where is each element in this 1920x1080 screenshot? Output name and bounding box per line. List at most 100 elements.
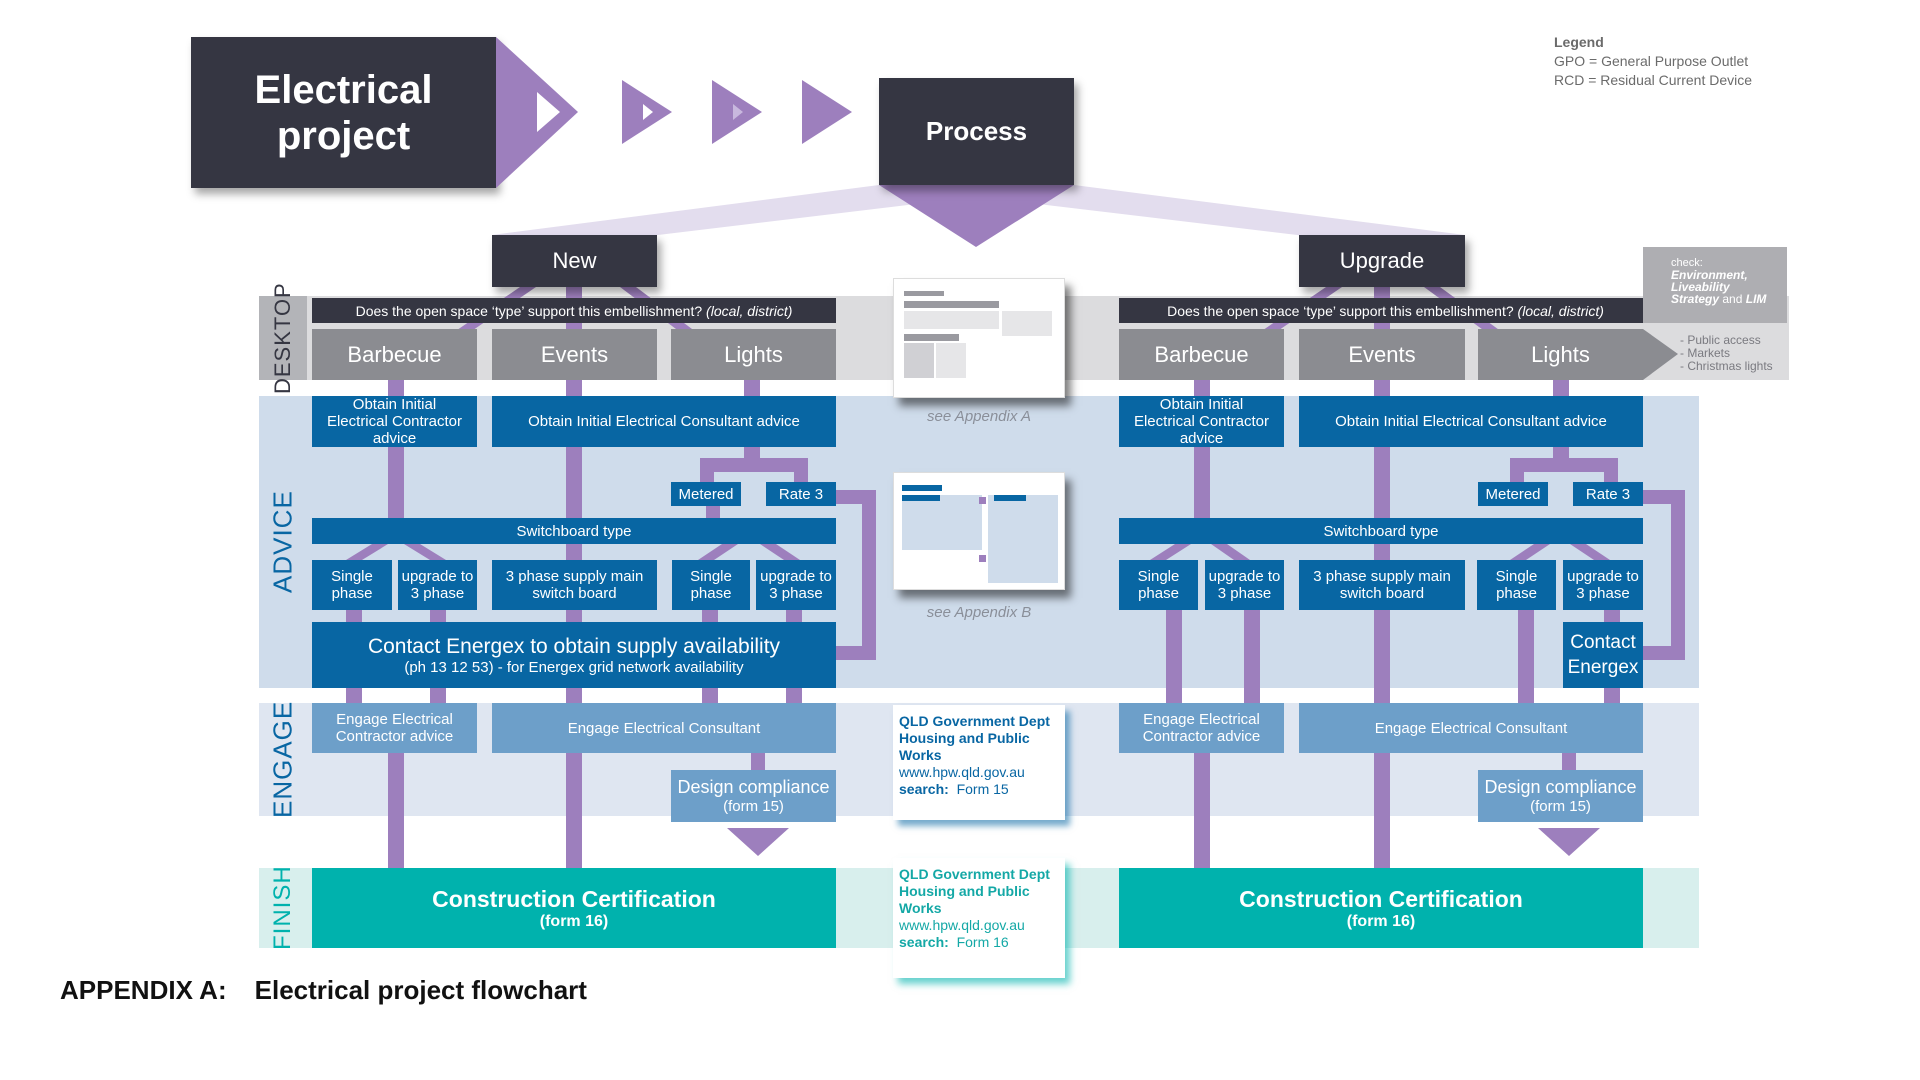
desktop-notes: - Public access - Markets - Christmas li… <box>1680 334 1773 373</box>
legend-heading: Legend <box>1554 34 1604 50</box>
info-search-value: Form 16 <box>956 934 1009 950</box>
box-label: 3 phase supply main switch board <box>1313 568 1451 602</box>
box-label: Obtain Initial Electrical Consultant adv… <box>1335 413 1607 430</box>
branch-new: New <box>492 235 657 287</box>
caption-label: APPENDIX A: <box>60 975 227 1005</box>
single-phase-upgrade-1: Single phase <box>1119 560 1198 610</box>
chevron-arrow-icon <box>802 80 852 144</box>
single-phase-new-1: Single phase <box>312 560 392 610</box>
question-scope: (local, district) <box>706 302 793 319</box>
category-barbecue-upgrade: Barbecue <box>1119 329 1284 380</box>
category-label: Lights <box>1531 341 1590 367</box>
info-org: QLD Government Dept Housing and Public W… <box>899 866 1050 916</box>
check-and: and <box>1719 292 1746 306</box>
three-phase-main-upgrade: 3 phase supply main switch board <box>1299 560 1465 610</box>
info-url-link[interactable]: www.hpw.qld.gov.au <box>899 917 1025 933</box>
category-barbecue-new: Barbecue <box>312 329 477 380</box>
note-item: - Markets <box>1680 346 1731 360</box>
cert-title: Construction Certification <box>432 886 716 912</box>
check-line: Strategy <box>1671 292 1720 306</box>
info-url-link[interactable]: www.hpw.qld.gov.au <box>899 764 1025 780</box>
three-phase-main-new: 3 phase supply main switch board <box>492 560 657 610</box>
obtain-contractor-advice-new: Obtain Initial Electrical Contractor adv… <box>312 396 477 447</box>
caption-title: Electrical project flowchart <box>254 975 587 1005</box>
category-label: Lights <box>724 341 783 367</box>
box-label: Single phase <box>690 568 732 602</box>
design-form: (form 15) <box>1530 798 1591 815</box>
box-label: Single phase <box>1495 568 1538 602</box>
box-label: Contact Energex <box>1567 632 1639 678</box>
rate3-upgrade: Rate 3 <box>1573 482 1643 506</box>
check-prefix: check: <box>1671 257 1703 269</box>
process-label: Process <box>925 116 1028 146</box>
category-label: Events <box>540 341 609 367</box>
single-phase-upgrade-2: Single phase <box>1477 560 1556 610</box>
category-label: Barbecue <box>1154 341 1249 367</box>
box-label: upgrade to 3 phase <box>760 568 832 602</box>
engage-consultant-upgrade: Engage Electrical Consultant <box>1299 703 1643 753</box>
box-label: 3 phase supply main switch board <box>505 568 644 602</box>
legend: Legend GPO = General Purpose Outlet RCD … <box>1554 33 1752 90</box>
info-search-label: search: <box>899 934 949 950</box>
question-scope: (local, district) <box>1517 302 1604 319</box>
energex-subtitle: (ph 13 12 53) - for Energex grid network… <box>404 659 744 676</box>
branch-new-label: New <box>552 248 597 273</box>
category-lights-upgrade: Lights <box>1478 329 1643 380</box>
cert-form: (form 16) <box>539 913 609 930</box>
category-events-new: Events <box>492 329 657 380</box>
box-label: Obtain Initial Electrical Contractor adv… <box>326 396 463 447</box>
box-label: upgrade to 3 phase <box>1208 568 1281 602</box>
box-label: upgrade to 3 phase <box>401 568 474 602</box>
question-text: Does the open space ‘type’ support this … <box>355 302 703 319</box>
box-label: Engage Electrical Consultant <box>567 719 761 737</box>
cert-title: Construction Certification <box>1239 886 1523 912</box>
design-compliance-new: Design compliance (form 15) <box>671 770 836 822</box>
info-search-value: Form 15 <box>956 781 1009 797</box>
box-label: Switchboard type <box>516 522 632 540</box>
construction-certification-upgrade: Construction Certification (form 16) <box>1119 868 1643 948</box>
contact-energex-supply: Contact Energex to obtain supply availab… <box>312 622 836 688</box>
question-text: Does the open space ‘type’ support this … <box>1167 302 1514 319</box>
design-compliance-upgrade: Design compliance (form 15) <box>1478 770 1643 822</box>
figure-caption: APPENDIX A: Electrical project flowchart <box>60 975 587 1006</box>
box-label: Engage Electrical Consultant <box>1374 719 1568 737</box>
question-bar-new: Does the open space ‘type’ support this … <box>312 298 836 323</box>
switchboard-type-new: Switchboard type <box>312 518 836 544</box>
appendix-b-thumbnail[interactable] <box>893 472 1065 590</box>
design-title: Design compliance <box>677 777 830 797</box>
check-line: Environment, <box>1671 268 1748 282</box>
cert-form: (form 16) <box>1346 913 1416 930</box>
obtain-contractor-advice-upgrade: Obtain Initial Electrical Contractor adv… <box>1119 396 1284 447</box>
branch-upgrade: Upgrade <box>1299 235 1465 287</box>
obtain-consultant-advice-new: Obtain Initial Electrical Consultant adv… <box>492 396 836 447</box>
category-lights-new: Lights <box>671 329 836 380</box>
design-form: (form 15) <box>723 798 784 815</box>
info-box-form16: QLD Government Dept Housing and Public W… <box>893 858 1065 978</box>
appendix-a-caption: see Appendix A <box>927 408 1031 425</box>
legend-item: GPO = General Purpose Outlet <box>1554 53 1749 69</box>
obtain-consultant-advice-upgrade: Obtain Initial Electrical Consultant adv… <box>1299 396 1643 447</box>
appendix-b-caption: see Appendix B <box>926 604 1032 621</box>
engage-contractor-upgrade: Engage Electrical Contractor advice <box>1119 703 1284 753</box>
metered-upgrade: Metered <box>1478 482 1548 506</box>
upgrade-3phase-upgrade-1: upgrade to 3 phase <box>1205 560 1284 610</box>
rate3-new: Rate 3 <box>766 482 836 506</box>
category-label: Events <box>1348 341 1416 367</box>
appendix-a-thumbnail[interactable] <box>893 278 1065 398</box>
info-search-label: search: <box>899 781 949 797</box>
engage-consultant-new: Engage Electrical Consultant <box>492 703 836 753</box>
box-label: Engage Electrical Contractor advice <box>1142 711 1261 745</box>
category-events-upgrade: Events <box>1299 329 1465 380</box>
upgrade-3phase-new-2: upgrade to 3 phase <box>756 560 836 610</box>
box-label: Rate 3 <box>778 485 824 503</box>
info-org: QLD Government Dept Housing and Public W… <box>899 713 1050 763</box>
process-box: Process <box>879 78 1074 185</box>
title-block: Electrical project <box>191 37 496 188</box>
branch-upgrade-label: Upgrade <box>1339 248 1425 273</box>
upgrade-3phase-new-1: upgrade to 3 phase <box>398 560 477 610</box>
box-label: Metered <box>1485 485 1541 503</box>
note-item: - Public access <box>1680 333 1761 347</box>
check-lim: LIM <box>1745 292 1767 306</box>
